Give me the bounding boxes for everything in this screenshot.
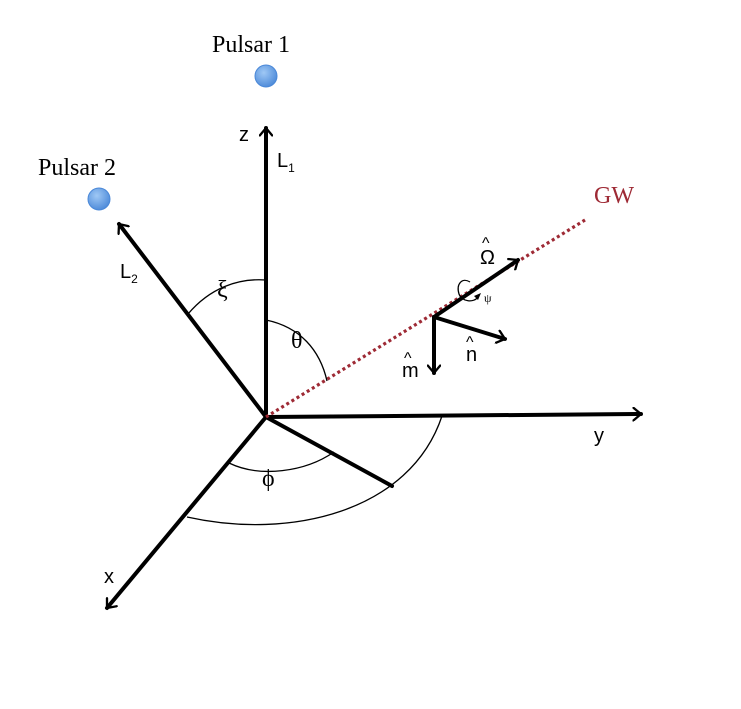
psi-rotation-arrowhead <box>474 293 481 300</box>
pulsar-1-label: Pulsar 1 <box>212 32 290 58</box>
pulsar-2-label: Pulsar 2 <box>38 155 116 181</box>
n-hat: ^ <box>466 334 474 351</box>
phi-outer-arc <box>186 415 443 526</box>
l1-label: L1 <box>277 150 295 175</box>
theta-label: θ <box>291 328 303 354</box>
omega-label: Ω <box>480 247 495 269</box>
omega-hat: ^ <box>482 235 490 252</box>
xi-arc <box>187 279 267 315</box>
l2-baseline <box>117 222 268 419</box>
x-axis-label: x <box>104 566 114 588</box>
phi-label: ϕ <box>262 466 275 492</box>
m-hat: ^ <box>404 350 412 367</box>
phi-arc <box>228 451 335 473</box>
z-axis-label: z <box>239 124 249 146</box>
m-label: m <box>402 360 419 382</box>
l1-subscript: 1 <box>288 161 295 175</box>
gw-direction-line <box>265 218 586 419</box>
omega-vector <box>432 260 520 319</box>
projection-line <box>264 415 394 488</box>
pulsar-2-dot <box>87 187 111 211</box>
l1-letter: L <box>277 150 288 172</box>
l2-subscript: 2 <box>131 272 138 286</box>
n-label: n <box>466 344 477 366</box>
psi-rotation-arrow <box>457 279 479 302</box>
n-vector <box>432 315 507 339</box>
l2-label: L2 <box>120 261 138 286</box>
pulsar-1-dot <box>254 64 278 88</box>
psi-label: ψ <box>484 291 492 305</box>
theta-arc <box>265 319 328 382</box>
x-axis <box>105 415 268 610</box>
xi-label: ξ <box>217 277 228 303</box>
l2-letter: L <box>120 261 131 283</box>
gw-label: GW <box>594 183 634 209</box>
y-axis-label: y <box>594 425 604 447</box>
y-axis <box>264 414 643 417</box>
